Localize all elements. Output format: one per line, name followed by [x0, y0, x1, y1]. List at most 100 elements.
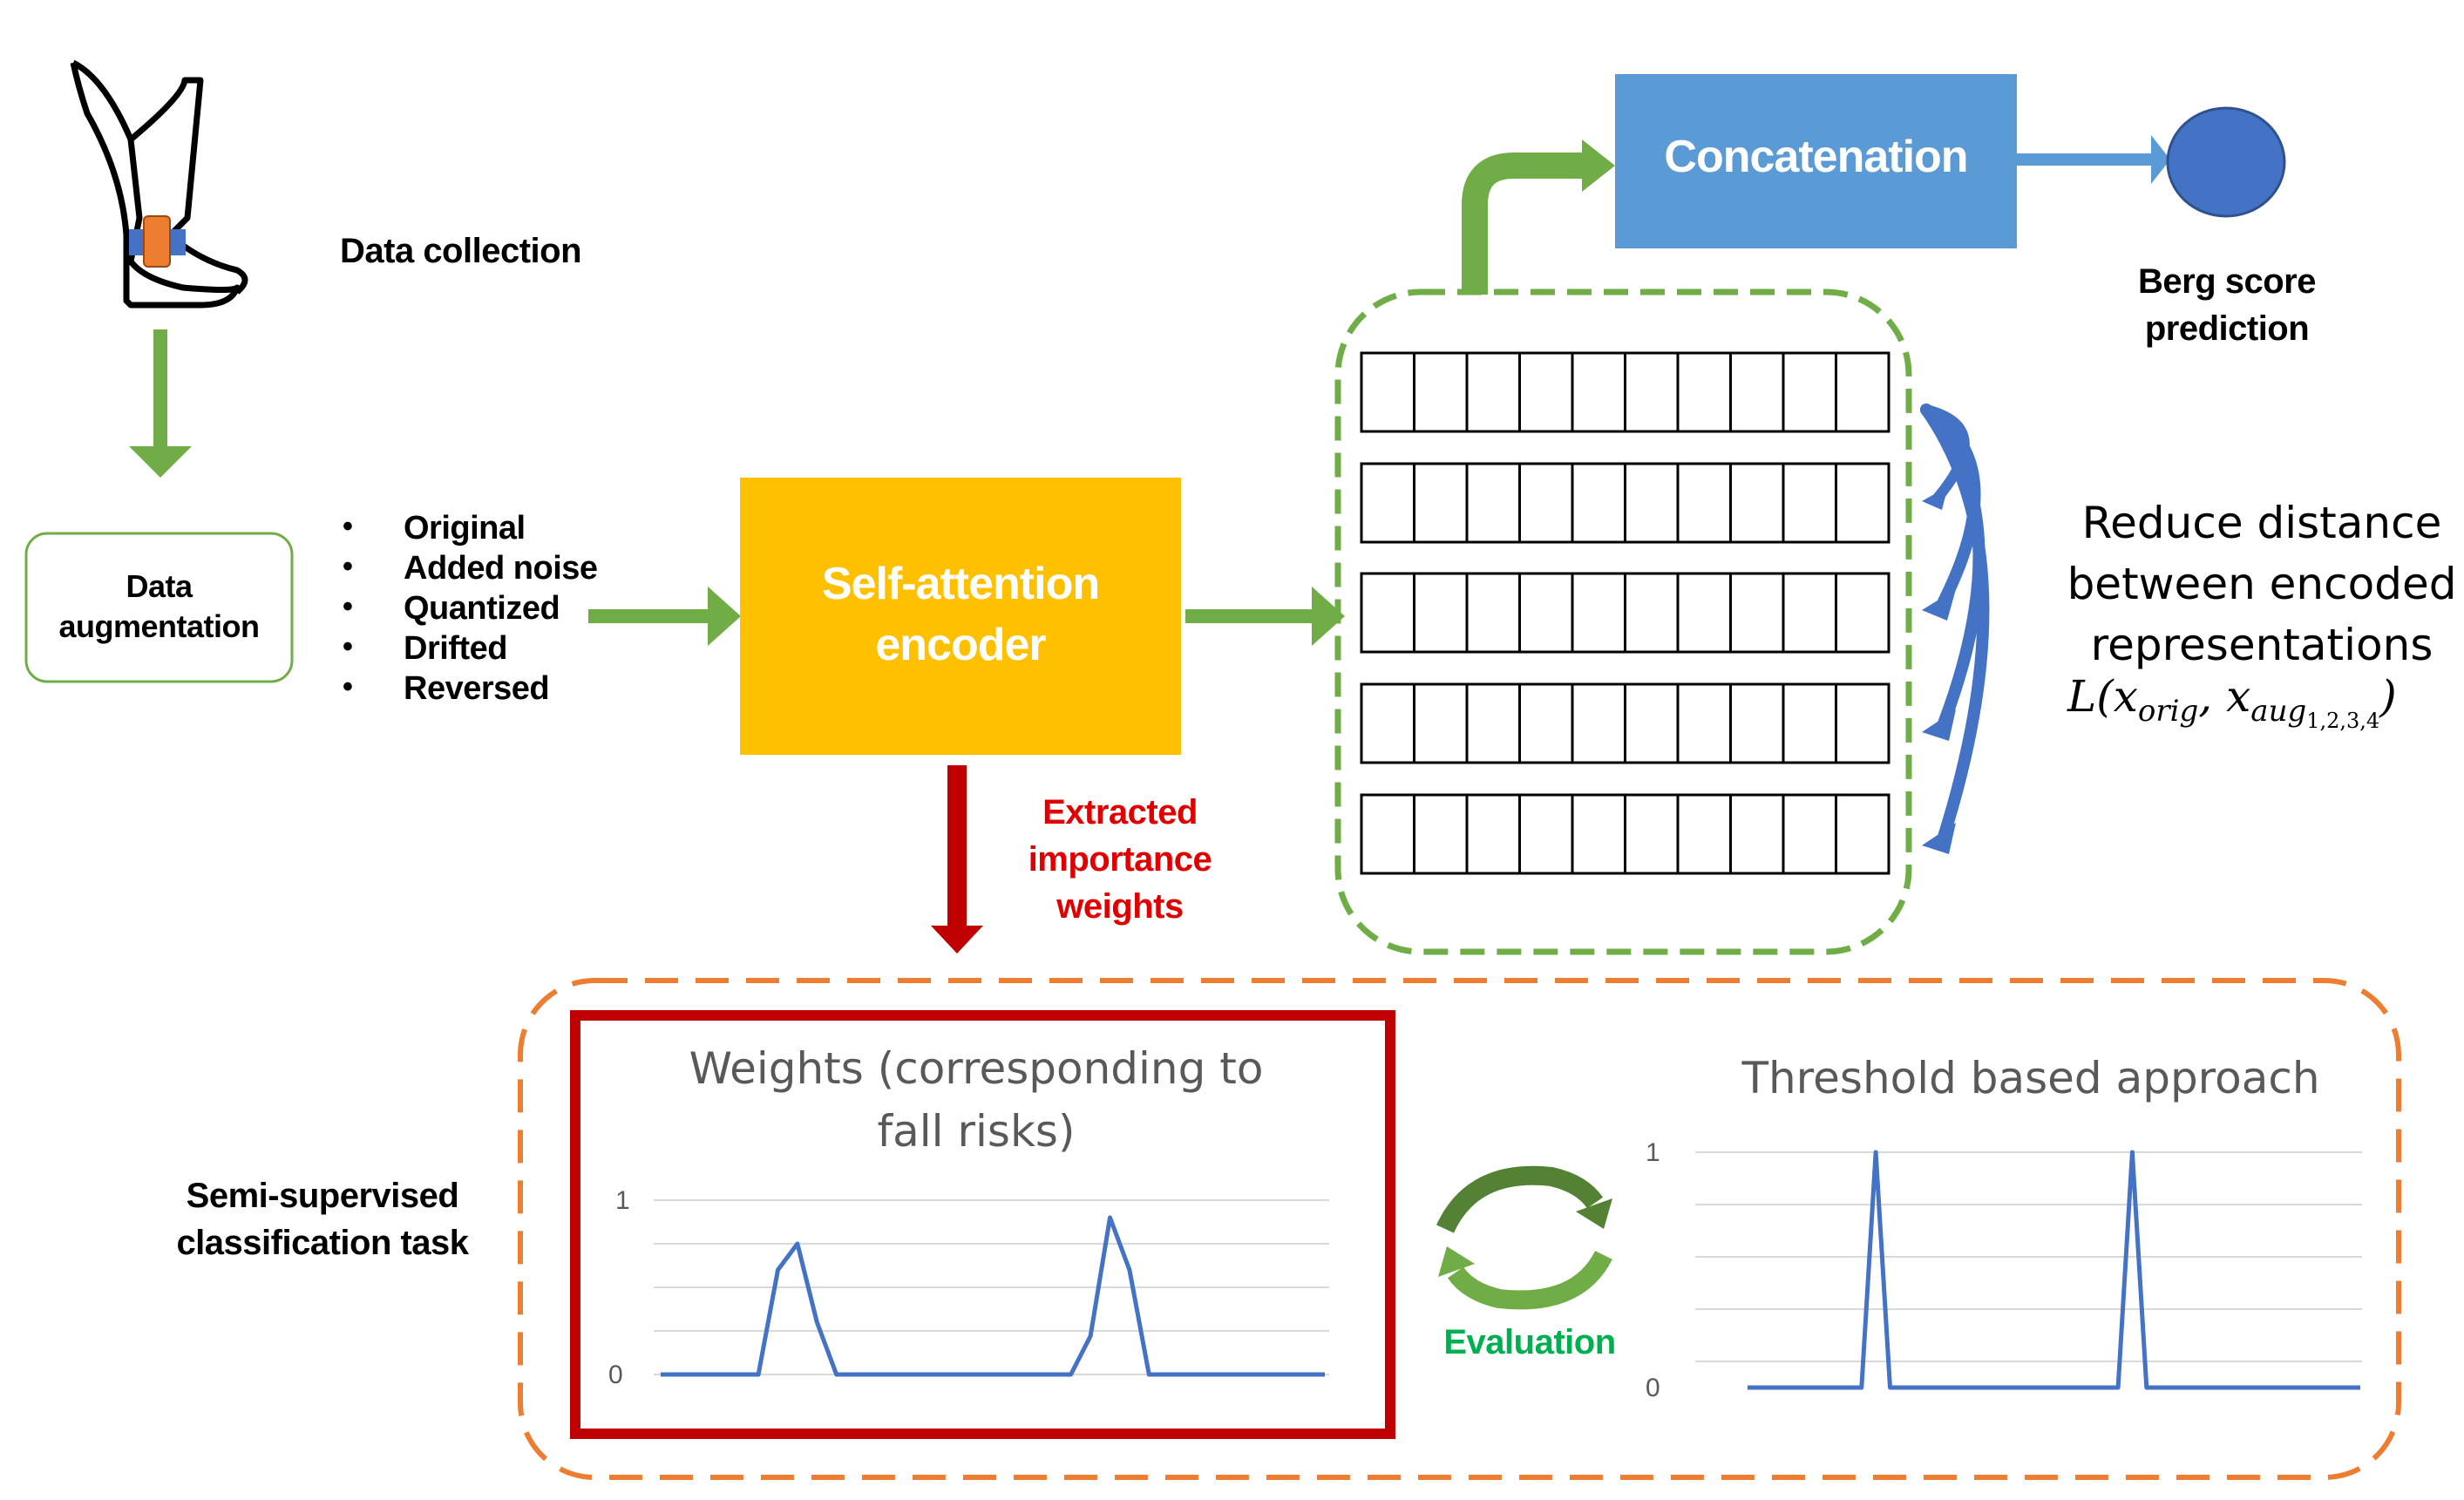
representation-grids	[1360, 351, 1890, 875]
evaluation-cycle-icon	[1436, 1165, 1612, 1310]
data-augmentation-label: Data augmentation	[26, 567, 292, 647]
representation-cell	[1676, 462, 1732, 544]
representation-cell	[1518, 793, 1574, 875]
semi-supervised-container	[518, 978, 2401, 1480]
representation-cell	[1413, 682, 1469, 764]
arrow-collection-to-augmentation	[129, 329, 192, 478]
arrow-concatenation-to-prediction	[2017, 135, 2170, 184]
representation-cell	[1465, 351, 1521, 433]
representation-cell	[1729, 351, 1785, 433]
representation-cell	[1465, 462, 1521, 544]
berg-line1: Berg score	[2138, 262, 2316, 301]
representation-cell	[1465, 682, 1521, 764]
representation-cell	[1571, 682, 1626, 764]
reduce-distance-label: Reduce distance between encoded represen…	[2040, 492, 2464, 675]
representation-row-3	[1360, 572, 1890, 654]
threshold-chart-title: Threshold based approach	[1741, 1053, 2320, 1103]
distance-arrowheads	[1922, 486, 1956, 854]
representation-cell	[1413, 351, 1469, 433]
distance-arrows	[1920, 404, 1990, 843]
semi-line2: classification task	[176, 1224, 469, 1262]
representation-cell	[1835, 462, 1890, 544]
augmentation-item-original: Original	[343, 510, 526, 547]
representation-cell	[1676, 682, 1732, 764]
sensor-device	[143, 215, 171, 268]
arrow-list-to-encoder	[588, 587, 741, 646]
threshold-ytick-0: 0	[1646, 1374, 1660, 1402]
weights-panel	[570, 1010, 1395, 1439]
weights-series-line	[661, 1215, 1325, 1377]
representation-cell	[1835, 682, 1890, 764]
representation-cell	[1729, 462, 1785, 544]
data-augmentation-box	[24, 532, 294, 683]
extracted-line2: importance	[1028, 840, 1212, 879]
encoder-line2: encoder	[875, 620, 1046, 670]
representation-cell	[1360, 351, 1415, 433]
representation-cell	[1360, 572, 1415, 654]
representation-cell	[1676, 351, 1732, 433]
berg-line2: prediction	[2144, 309, 2310, 348]
representation-cell	[1782, 793, 1837, 875]
semi-line1: Semi-supervised	[186, 1177, 459, 1215]
threshold-series-line	[1748, 1150, 2360, 1390]
representation-cell	[1676, 572, 1732, 654]
extracted-line3: weights	[1056, 887, 1184, 926]
representation-cell	[1835, 793, 1890, 875]
representation-row-1	[1360, 351, 1890, 433]
representation-cell	[1571, 462, 1626, 544]
leg-sensor-icon	[70, 59, 248, 309]
weights-chart-title: Weights (corresponding to fall risks)	[689, 1043, 1264, 1157]
representation-cell	[1624, 351, 1680, 433]
encoder-label: Self-attention encoder	[740, 553, 1181, 675]
representation-cell	[1465, 572, 1521, 654]
representation-cell	[1571, 572, 1626, 654]
representation-cell	[1782, 572, 1837, 654]
representation-cell	[1571, 793, 1626, 875]
representation-cell	[1518, 351, 1574, 433]
representation-cell	[1360, 462, 1415, 544]
representation-cell	[1624, 682, 1680, 764]
extracted-weights-label: Extracted importance weights	[1002, 789, 1238, 930]
data-augmentation-line2: augmentation	[58, 608, 260, 644]
weights-ytick-0: 0	[608, 1361, 623, 1389]
representation-cell	[1729, 793, 1785, 875]
representation-cell	[1571, 351, 1626, 433]
representation-cell	[1413, 793, 1469, 875]
representation-row-4	[1360, 682, 1890, 764]
representation-cell	[1360, 682, 1415, 764]
representation-cell	[1360, 793, 1415, 875]
weights-ytick-1: 1	[615, 1186, 630, 1215]
evaluation-label: Evaluation	[1443, 1323, 1616, 1361]
augmentation-item-noise: Added noise	[343, 550, 598, 587]
concatenation-label: Concatenation	[1664, 132, 1968, 182]
augmentation-item-drifted: Drifted	[343, 630, 507, 668]
representation-cell	[1624, 793, 1680, 875]
representation-cell	[1782, 351, 1837, 433]
representation-cell	[1413, 462, 1469, 544]
data-augmentation-line1: Data	[126, 568, 193, 604]
extracted-line1: Extracted	[1042, 793, 1198, 831]
berg-score-node	[2166, 106, 2286, 218]
threshold-chart-grid	[1695, 1151, 2362, 1362]
representation-cell	[1835, 572, 1890, 654]
representation-cell	[1729, 682, 1785, 764]
threshold-ytick-1: 1	[1646, 1138, 1660, 1167]
representation-cell	[1729, 572, 1785, 654]
representation-row-5	[1360, 793, 1890, 875]
representation-cell	[1624, 572, 1680, 654]
encoder-line1: Self-attention	[821, 559, 1100, 609]
representation-cell	[1835, 351, 1890, 433]
reduce-line3: representations	[2090, 620, 2433, 670]
representation-cell	[1624, 462, 1680, 544]
berg-score-label: Berg score prediction	[2092, 258, 2362, 352]
data-collection-label: Data collection	[340, 232, 582, 270]
augmentation-item-quantized: Quantized	[343, 590, 560, 628]
reduce-line1: Reduce distance	[2081, 498, 2442, 548]
representation-cell	[1413, 572, 1469, 654]
representation-cell	[1465, 793, 1521, 875]
representation-cell	[1518, 682, 1574, 764]
semi-supervised-label: Semi-supervised classification task	[157, 1172, 488, 1266]
reduce-line2: between encoded	[2067, 559, 2457, 609]
arrow-representations-to-concatenation	[1462, 139, 1615, 295]
arrow-encoder-to-weights	[931, 765, 983, 954]
